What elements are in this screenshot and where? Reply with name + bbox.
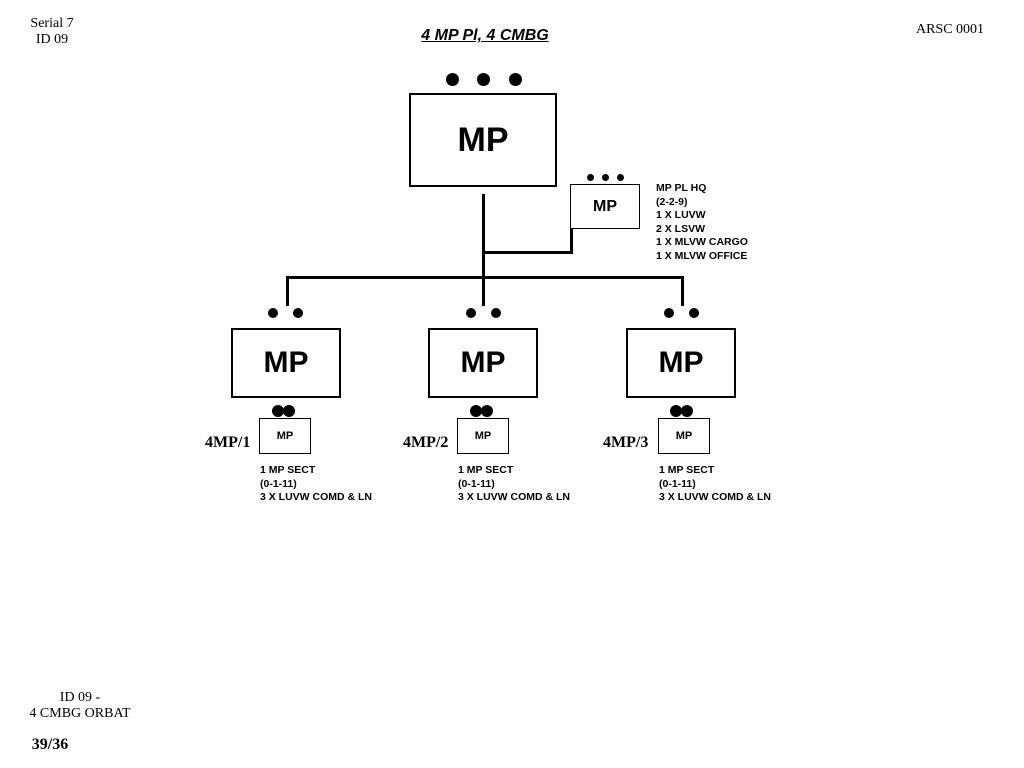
plhq-link-vertical [570,228,573,254]
detail-line: 2 X LSVW [656,222,706,235]
footer-id-block: ID 09 - 4 CMBG ORBAT [10,690,150,722]
echelon-dot [664,308,674,318]
detail-line: 3 X LUVW COMD & LN [659,491,771,503]
unit-designation: 4MP/3 [603,434,649,451]
section-details: 1 MP SECT (0-1-11) 3 X LUVW COMD & LN [260,464,372,505]
section-unit-box: MP [428,328,538,398]
footer-id-line: ID 09 - [59,690,101,705]
unit-designation: 4MP/2 [403,434,449,451]
detail-line: (0-1-11) [458,477,495,490]
section-unit-box: MP [231,328,341,398]
section-details: 1 MP SECT (0-1-11) 3 X LUVW COMD & LN [458,464,570,505]
echelon-dot [670,405,682,417]
detail-line: 3 X LUVW COMD & LN [458,491,570,503]
hq-trunk-line [482,194,485,306]
echelon-dot [509,73,522,86]
id-label: ID 09 [35,32,69,47]
echelon-dot [617,174,624,181]
echelon-dot [689,308,699,318]
section-unit-box: MP [626,328,736,398]
branch-bar [286,276,684,279]
reference-code: ARSC 0001 [915,22,985,37]
detail-line: (0-1-11) [659,477,696,490]
unit-designation: 4MP/1 [205,434,251,451]
serial-label: Serial 7 [30,16,74,31]
echelon-dot [268,308,278,318]
subunit-box: MP [658,418,710,454]
hq-unit-box: MP [409,93,557,187]
pl-hq-details: MP PL HQ (2-2-9) 1 X LUVW 2 X LSVW 1 X M… [656,182,748,263]
echelon-dot [466,308,476,318]
echelon-dot [602,174,609,181]
subunit-box: MP [457,418,509,454]
detail-line: (0-1-11) [260,477,297,490]
echelon-dot [470,405,482,417]
detail-line: 1 MP SECT [260,464,316,476]
echelon-dot [681,405,693,417]
echelon-dot [446,73,459,86]
detail-line: 1 MP SECT [458,464,514,476]
footer-orbat-line: 4 CMBG ORBAT [29,706,131,721]
page-number: 39/36 [31,736,69,753]
echelon-dot [272,405,284,417]
echelon-dot [491,308,501,318]
detail-line: 1 MP SECT [659,464,715,476]
detail-line: 1 X MLVW CARGO [656,236,748,248]
pl-hq-box: MP [570,184,640,229]
branch-drop-3 [681,276,684,306]
detail-line: MP PL HQ [656,182,707,194]
echelon-dot [481,405,493,417]
detail-line: 1 X MLVW OFFICE [656,249,748,262]
page-title: 4 MP Pl, 4 CMBG [421,27,549,44]
section-details: 1 MP SECT (0-1-11) 3 X LUVW COMD & LN [659,464,771,505]
branch-drop-1 [286,276,289,306]
echelon-dot [477,73,490,86]
echelon-dot [283,405,295,417]
detail-line: 3 X LUVW COMD & LN [260,491,372,503]
echelon-dot [293,308,303,318]
subunit-box: MP [259,418,311,454]
echelon-dot [587,174,594,181]
serial-id-block: Serial 7 ID 09 [20,16,84,48]
detail-line: 1 X LUVW [656,209,706,221]
detail-line: (2-2-9) [656,195,688,208]
plhq-link-horizontal [484,251,572,254]
